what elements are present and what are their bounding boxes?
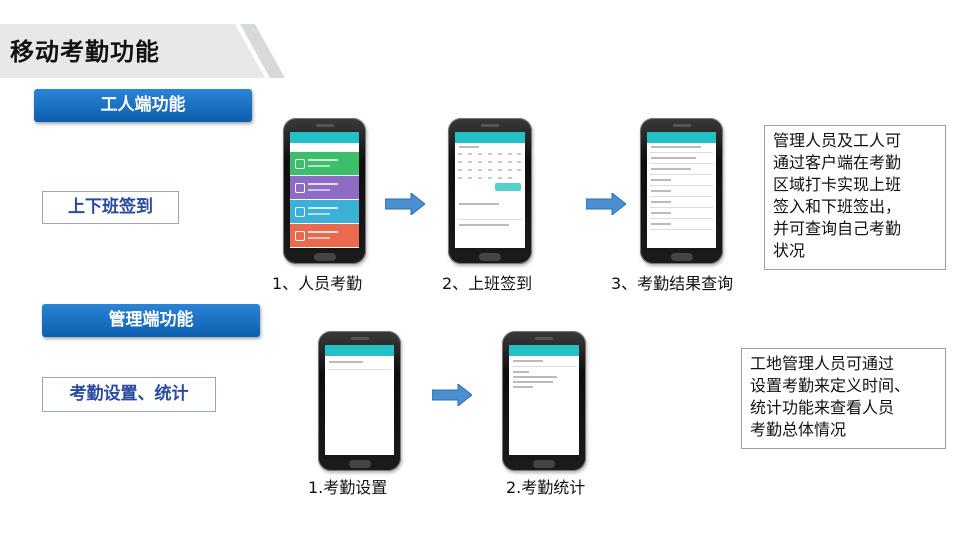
worker-description: 管理人员及工人可 通过客户端在考勤 区域打卡实现上班 签入和下班签出， 并可查询… bbox=[764, 125, 946, 270]
right-arrow-icon bbox=[385, 193, 425, 215]
manager-description: 工地管理人员可通过 设置考勤来定义时间、 统计功能来查看人员 考勤总体情况 bbox=[741, 348, 946, 449]
phone-attendance bbox=[283, 118, 366, 264]
feature-settings-stats: 考勤设置、统计 bbox=[42, 377, 216, 412]
step-caption: 2.考勤统计 bbox=[506, 478, 586, 497]
phone-sign-in bbox=[448, 118, 532, 264]
page-title: 移动考勤功能 bbox=[10, 38, 160, 66]
phone-screen bbox=[647, 132, 716, 248]
right-arrow-icon bbox=[586, 193, 626, 215]
phone-attendance-settings bbox=[318, 331, 401, 471]
phone-attendance-statistics bbox=[502, 331, 586, 471]
step-caption: 3、考勤结果查询 bbox=[611, 274, 734, 293]
phone-screen bbox=[290, 132, 359, 248]
phone-screen bbox=[509, 345, 579, 455]
step-caption: 1、人员考勤 bbox=[272, 274, 363, 293]
step-caption: 1.考勤设置 bbox=[308, 478, 388, 497]
phone-screen bbox=[325, 345, 394, 455]
right-arrow-icon bbox=[432, 384, 472, 406]
phone-attendance-result bbox=[640, 118, 723, 264]
step-caption: 2、上班签到 bbox=[442, 274, 533, 293]
worker-section-label: 工人端功能 bbox=[34, 89, 252, 122]
phone-screen bbox=[455, 132, 525, 248]
feature-sign-in-out: 上下班签到 bbox=[42, 191, 179, 224]
title-banner bbox=[0, 24, 285, 78]
manager-section-label: 管理端功能 bbox=[42, 304, 260, 337]
